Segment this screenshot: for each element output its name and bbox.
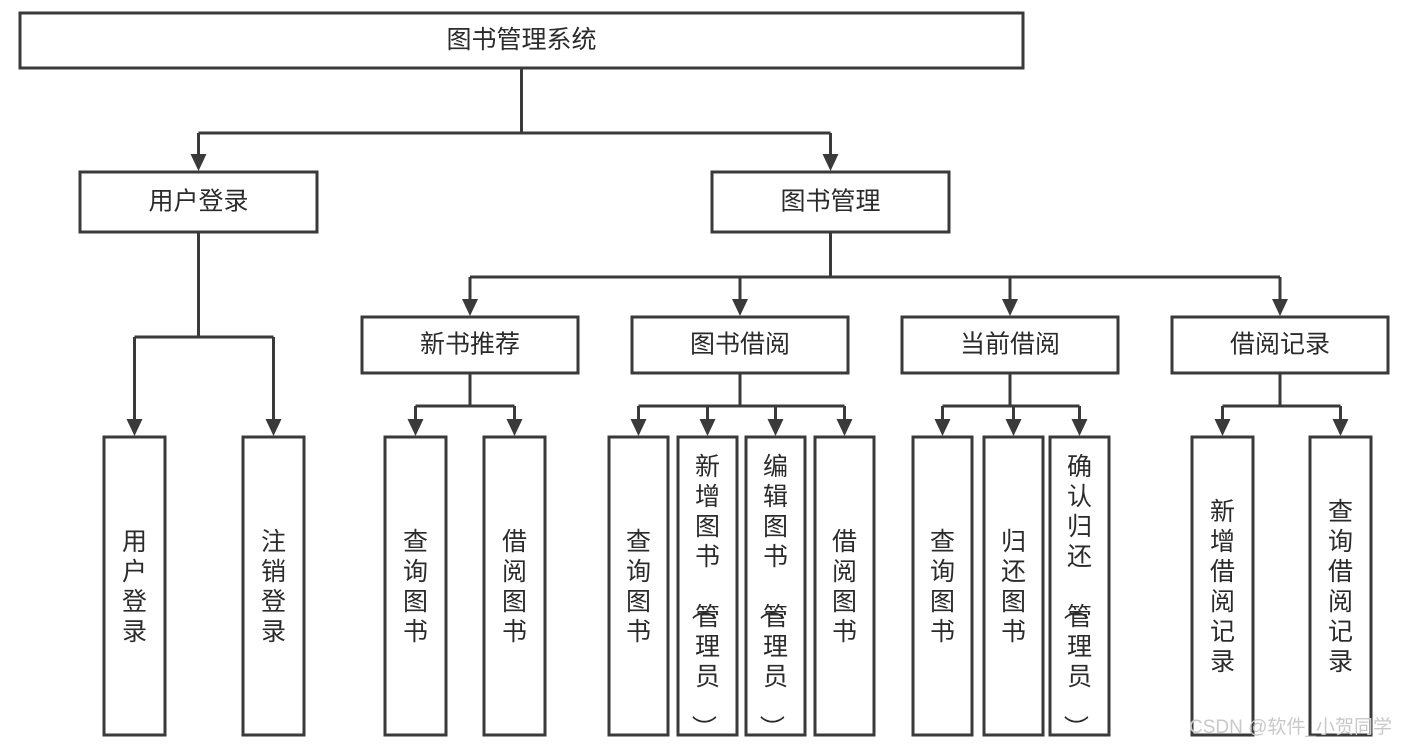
node-box-leaf-add-borrow-record[interactable] [1190, 435, 1255, 737]
node-box-leaf-query-book-current[interactable] [911, 435, 974, 737]
node-leaf-borrow-book[interactable]: 借阅图书 [813, 435, 876, 737]
node-leaf-add-book[interactable]: 新增图书（管理员） [676, 435, 739, 740]
node-leaf-query-book-recommend[interactable]: 查询图书 [383, 435, 448, 737]
node-leaf-add-borrow-record[interactable]: 新增借阅记录 [1190, 435, 1255, 737]
node-label-leaf-query-book-borrow: 查询图书 [626, 528, 651, 646]
node-label-leaf-user-login: 用户登录 [122, 528, 147, 646]
arrow-icon-leaf-return-book [1005, 419, 1022, 436]
node-root[interactable]: 图书管理系统 [18, 11, 1025, 70]
node-box-leaf-edit-book[interactable] [744, 435, 807, 737]
node-label-leaf-borrow-book: 借阅图书 [832, 528, 857, 646]
arrow-icon-leaf-logout-login [265, 419, 282, 436]
arrow-icon-leaf-borrow-book-recommend [506, 419, 523, 436]
node-leaf-return-book[interactable]: 归还图书 [982, 435, 1045, 737]
arrow-icon-current-borrow [1002, 299, 1018, 316]
node-leaf-user-login[interactable]: 用户登录 [102, 435, 167, 737]
connector-group-borrow-record [1214, 373, 1349, 436]
node-leaf-edit-book[interactable]: 编辑图书（管理员） [744, 435, 807, 740]
node-box-new-book-recommend[interactable] [360, 315, 580, 375]
node-leaf-logout-login[interactable]: 注销登录 [241, 435, 306, 737]
connector-group-new-book-recommend [407, 373, 523, 436]
node-leaf-confirm-return[interactable]: 确认归还（管理员） [1048, 435, 1111, 740]
arrow-icon-leaf-query-borrow-record [1332, 419, 1349, 436]
node-leaf-query-book-borrow[interactable]: 查询图书 [607, 435, 670, 737]
arrow-icon-leaf-add-book [699, 419, 716, 436]
arrow-icon-leaf-query-book-borrow [630, 419, 647, 436]
node-box-borrow-record[interactable] [1170, 315, 1390, 375]
connector-group-book-borrow [630, 373, 853, 436]
node-label-leaf-add-book: 新增图书（管理员） [689, 453, 720, 740]
connector-group-root [190, 68, 839, 171]
node-box-leaf-logout-login[interactable] [241, 435, 306, 737]
connector-group-user-login [126, 232, 282, 436]
node-current-borrow[interactable]: 当前借阅 [900, 315, 1120, 375]
node-box-current-borrow[interactable] [900, 315, 1120, 375]
node-label-book-borrow: 图书借阅 [690, 331, 790, 359]
csdn-watermark: CSDN @软件_小贺同学 [1189, 716, 1392, 738]
node-label-root: 图书管理系统 [446, 26, 596, 54]
node-book-management[interactable]: 图书管理 [710, 170, 951, 234]
node-label-leaf-query-borrow-record: 查询借阅记录 [1328, 498, 1353, 676]
node-layer: 图书管理系统用户登录图书管理新书推荐图书借阅当前借阅借阅记录用户登录注销登录查询… [18, 11, 1390, 740]
connector-layer [126, 68, 1349, 436]
connector-group-book-management [462, 232, 1288, 316]
arrow-icon-user-login [190, 154, 207, 171]
arrow-icon-book-borrow [732, 299, 748, 316]
node-label-leaf-add-borrow-record: 新增借阅记录 [1210, 498, 1235, 676]
node-label-leaf-query-book-recommend: 查询图书 [403, 528, 428, 646]
node-label-leaf-borrow-book-recommend: 借阅图书 [502, 528, 527, 646]
node-box-leaf-return-book[interactable] [982, 435, 1045, 737]
node-label-new-book-recommend: 新书推荐 [420, 331, 520, 359]
arrow-icon-book-management [822, 154, 839, 171]
node-label-leaf-confirm-return: 确认归还（管理员） [1061, 453, 1092, 740]
node-label-leaf-query-book-current: 查询图书 [930, 528, 955, 646]
node-box-leaf-user-login[interactable] [102, 435, 167, 737]
node-box-leaf-confirm-return[interactable] [1048, 435, 1111, 737]
node-label-user-login: 用户登录 [148, 188, 248, 216]
node-box-book-borrow[interactable] [630, 315, 850, 375]
node-leaf-query-book-current[interactable]: 查询图书 [911, 435, 974, 737]
node-box-leaf-query-borrow-record[interactable] [1308, 435, 1373, 737]
node-label-leaf-edit-book: 编辑图书（管理员） [757, 453, 788, 740]
node-user-login[interactable]: 用户登录 [78, 170, 319, 234]
node-box-leaf-add-book[interactable] [676, 435, 739, 737]
arrow-icon-leaf-user-login [126, 419, 143, 436]
node-label-leaf-logout-login: 注销登录 [261, 528, 286, 646]
node-leaf-borrow-book-recommend[interactable]: 借阅图书 [482, 435, 547, 737]
arrow-icon-leaf-query-book-current [934, 419, 951, 436]
arrow-icon-leaf-add-borrow-record [1214, 419, 1231, 436]
arrow-icon-leaf-confirm-return [1071, 419, 1088, 436]
node-box-user-login[interactable] [78, 170, 319, 234]
node-box-leaf-borrow-book-recommend[interactable] [482, 435, 547, 737]
node-box-leaf-query-book-recommend[interactable] [383, 435, 448, 737]
node-label-leaf-return-book: 归还图书 [1001, 528, 1026, 646]
node-new-book-recommend[interactable]: 新书推荐 [360, 315, 580, 375]
node-label-current-borrow: 当前借阅 [960, 331, 1060, 359]
arrow-icon-leaf-query-book-recommend [407, 419, 424, 436]
arrow-icon-leaf-edit-book [767, 419, 784, 436]
node-box-root[interactable] [18, 11, 1025, 70]
node-box-leaf-borrow-book[interactable] [813, 435, 876, 737]
node-borrow-record[interactable]: 借阅记录 [1170, 315, 1390, 375]
node-box-leaf-query-book-borrow[interactable] [607, 435, 670, 737]
arrow-icon-leaf-borrow-book [836, 419, 853, 436]
arrow-icon-borrow-record [1272, 299, 1288, 316]
node-book-borrow[interactable]: 图书借阅 [630, 315, 850, 375]
node-box-book-management[interactable] [710, 170, 951, 234]
node-label-borrow-record: 借阅记录 [1230, 331, 1330, 359]
node-label-book-management: 图书管理 [780, 188, 880, 216]
node-leaf-query-borrow-record[interactable]: 查询借阅记录 [1308, 435, 1373, 737]
connector-group-current-borrow [934, 373, 1088, 436]
arrow-icon-new-book-recommend [462, 299, 478, 316]
